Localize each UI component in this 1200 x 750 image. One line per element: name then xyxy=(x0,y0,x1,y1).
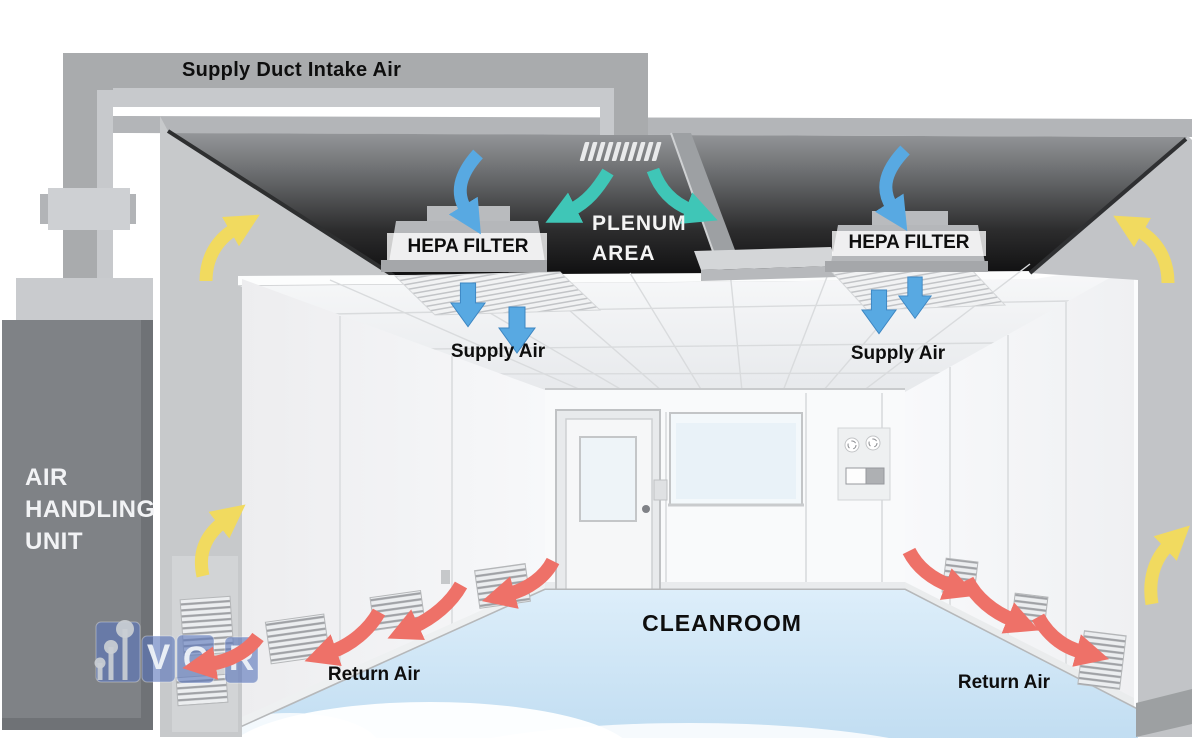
plenum-supply-arrow xyxy=(874,145,910,232)
plenum-label-line2: AREA xyxy=(592,242,656,265)
control-panel xyxy=(837,427,891,501)
recirculation-arrow xyxy=(199,214,260,282)
supply-duct-label: Supply Duct Intake Air xyxy=(182,59,402,81)
return-air-arrow xyxy=(387,581,468,641)
recirculation-arrow xyxy=(1144,525,1190,606)
return-air-arrow xyxy=(960,576,1039,634)
duct-flange xyxy=(40,188,136,230)
supply-duct xyxy=(40,53,648,332)
plenum-area-label: PLENUM AREA xyxy=(592,209,687,269)
growth-lollipop-icon xyxy=(94,620,134,680)
back-wall-window xyxy=(668,412,804,507)
plenum-supply-arrow xyxy=(448,149,483,235)
return-air-arrow xyxy=(182,632,264,680)
door-window xyxy=(579,436,637,522)
return-air-arrows xyxy=(182,547,1110,680)
recirculation-arrow xyxy=(1113,215,1175,284)
return-air-arrow xyxy=(902,547,978,600)
return-air-arrow xyxy=(304,608,386,667)
logo-letter-v: V xyxy=(147,638,171,677)
door-access-plate xyxy=(653,479,668,501)
hepa-filter-right-label: HEPA FILTER xyxy=(848,232,970,253)
return-air-right-label: Return Air xyxy=(957,672,1051,693)
plenum-distribution-arrow xyxy=(545,168,614,223)
return-air-left-label: Return Air xyxy=(327,664,421,685)
plenum-intake-arrows xyxy=(448,145,910,235)
recirculation-arrow xyxy=(194,504,246,578)
door-knob xyxy=(642,505,650,513)
air-handling-unit-label: AIR HANDLING UNIT xyxy=(25,462,156,558)
return-air-arrow xyxy=(1031,613,1110,667)
ceiling-beam xyxy=(694,247,838,281)
recirculation-arrows xyxy=(194,214,1190,606)
supply-air-right-label: Supply Air xyxy=(850,343,946,364)
air-handling-unit xyxy=(2,278,153,730)
cleanroom-door xyxy=(555,409,668,601)
supply-air-left-label: Supply Air xyxy=(450,341,546,362)
gauge-dial xyxy=(844,437,860,453)
duct-outlet-grille xyxy=(579,142,662,161)
ahu-label-line3: UNIT xyxy=(25,528,83,555)
logo-letter-c: C xyxy=(183,640,208,679)
hepa-filter-left-label: HEPA FILTER xyxy=(407,236,529,257)
return-air-arrow xyxy=(481,557,560,609)
ahu-label-line2: HANDLING xyxy=(25,496,156,523)
gauge-dial xyxy=(865,435,881,451)
hepa-diffuser-left xyxy=(393,271,602,316)
floor xyxy=(242,590,1138,738)
roof-edge xyxy=(112,116,1192,137)
ahu-label-line1: AIR xyxy=(25,464,68,491)
plenum-label-line1: PLENUM xyxy=(592,212,687,235)
plenum-distribution-arrow xyxy=(646,167,718,224)
hepa-filter-right-box xyxy=(825,211,988,272)
cleanroom-label: CLEANROOM xyxy=(642,610,802,636)
